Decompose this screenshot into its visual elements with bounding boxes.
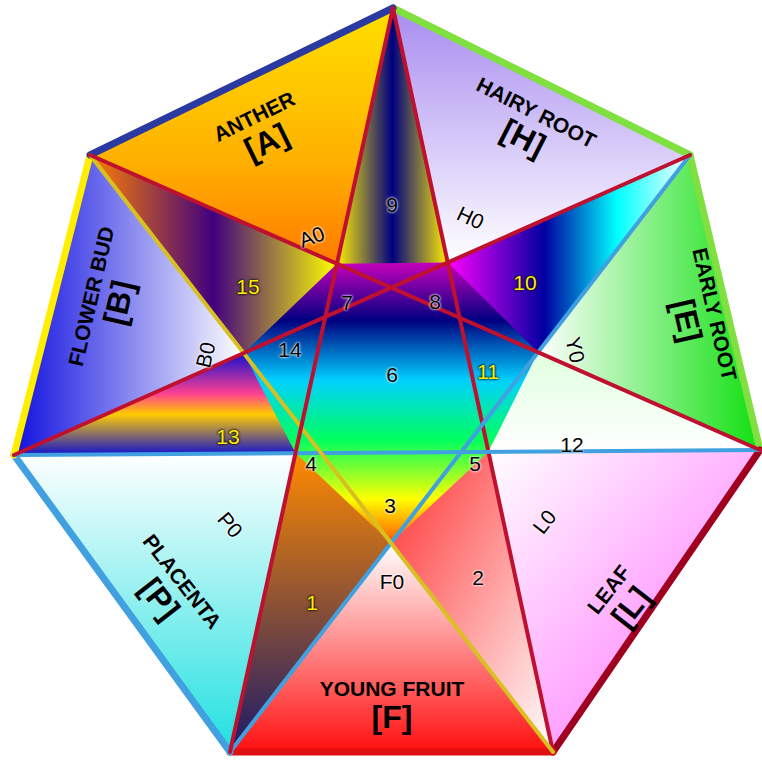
heptagon-edge [553, 450, 760, 752]
region-number: 8 [429, 290, 441, 314]
region-number: 6 [386, 363, 398, 387]
region-number: 11 [477, 360, 499, 384]
heptagon-edge [230, 749, 553, 756]
region-code: F0 [380, 570, 405, 594]
region-number: 5 [469, 452, 481, 476]
tissue-triangle [538, 155, 760, 450]
region-number: 1 [306, 591, 318, 615]
star-chord [14, 155, 690, 455]
region-number: 2 [472, 566, 484, 590]
region-number: 4 [305, 452, 317, 476]
tissue-triangle [90, 8, 393, 264]
tissue-label: YOUNG FRUIT[F] [320, 677, 465, 735]
tissue-triangle [488, 450, 760, 752]
heptagon-edge [14, 455, 230, 752]
region-number: 3 [384, 494, 396, 518]
heptagon-edge [90, 8, 393, 155]
region-number: 10 [513, 271, 536, 295]
tissue-code: [F] [320, 700, 465, 735]
tissue-triangle [230, 543, 553, 752]
region-number: 7 [341, 291, 353, 315]
star-chord [90, 155, 760, 450]
region-number: 13 [216, 425, 239, 449]
region-number: 9 [386, 193, 398, 217]
region-number: 12 [560, 433, 583, 457]
star-chord [14, 450, 760, 455]
heptagon-ground [14, 8, 760, 752]
tissue-name: YOUNG FRUIT [320, 677, 465, 700]
tissue-triangle [14, 453, 296, 752]
region-number: 14 [278, 338, 301, 362]
region-number: 15 [236, 275, 259, 299]
